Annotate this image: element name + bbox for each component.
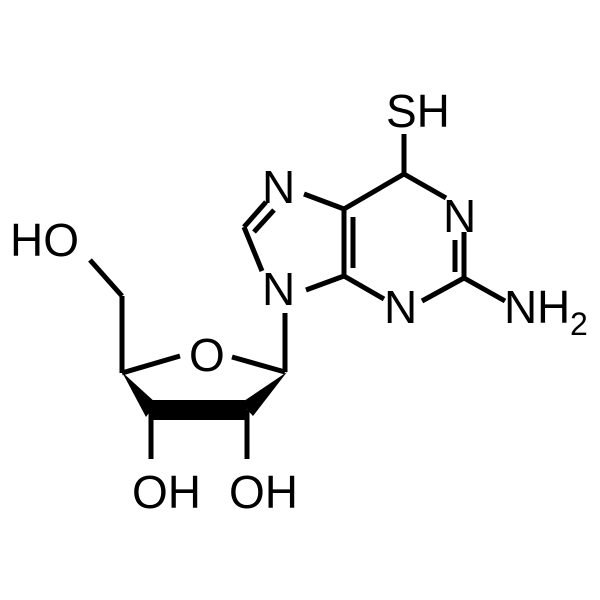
- ring-oxygen-label: O: [189, 329, 225, 381]
- bond-c8-n9: [241, 226, 265, 272]
- bond-c2-nh2: [462, 275, 507, 304]
- thiol-label: SH: [386, 85, 450, 137]
- bond-c2-n3: [420, 275, 466, 304]
- hydroxyl-3-label: OH: [132, 466, 201, 518]
- n1-label: N: [443, 190, 476, 242]
- bond-n9-c4: [305, 273, 345, 293]
- wedge-c4p-c3p: [122, 372, 156, 417]
- atom-labels: SH N N N N N H 2 O HO OH OH: [10, 85, 588, 518]
- amino-subscript: 2: [570, 306, 588, 342]
- wedge-c1p-c2p: [241, 372, 287, 416]
- bond-n7-c8-double: [252, 208, 276, 234]
- n9-label: N: [262, 263, 295, 315]
- hydroxymethyl-label: HO: [10, 214, 79, 266]
- n7-label: N: [262, 161, 295, 213]
- bond-c6-n1: [402, 171, 448, 201]
- wedge-c3p-c2p: [149, 400, 249, 420]
- bond-c6-c5: [342, 171, 406, 212]
- hydroxyl-2-label: OH: [229, 466, 298, 518]
- bond-n7-c8: [242, 200, 268, 229]
- bond-c5p-o5p: [88, 258, 124, 298]
- bond-c5-n7: [303, 191, 345, 212]
- n3-label: N: [384, 281, 417, 333]
- bond-n3-c4: [342, 273, 386, 302]
- bond-c1p-o4p: [231, 354, 286, 375]
- bonds: [88, 134, 507, 459]
- wedge-bonds: [122, 372, 287, 420]
- amino-n-label: N: [504, 281, 537, 333]
- amino-h-label: H: [537, 281, 570, 333]
- bond-o4p-c4p: [121, 353, 181, 376]
